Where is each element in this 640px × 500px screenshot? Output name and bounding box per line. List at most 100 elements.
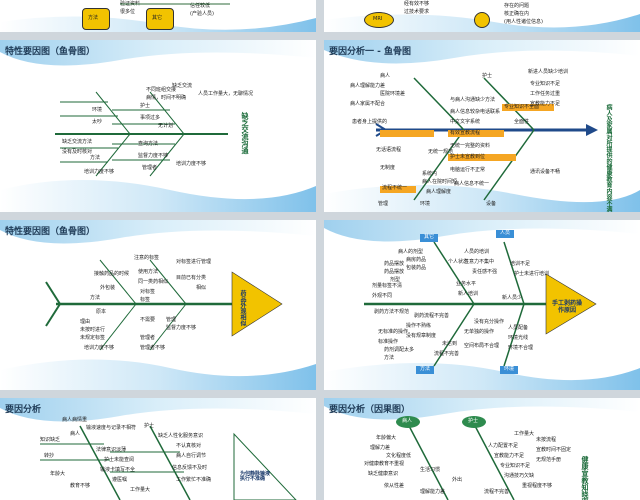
label: 不需要 [140,317,156,323]
category-tag-method [416,366,434,374]
fishbone-diagram [364,241,597,367]
fishbone-head: 药品外观相似 [239,290,246,326]
label: 存在的问题 [504,3,530,9]
label: 设备 [486,201,497,207]
label: 病人病情重 [62,417,88,423]
label: 核正确在内 [504,11,530,17]
label: 输液速度与记录不相符 [86,425,137,431]
label: 流程不完善 [434,351,460,357]
fishbone-head: 为何静脉输液执行不准确 [240,471,271,482]
label: 剥药流程不完善 [414,313,450,319]
label: 新人员少 [502,295,523,301]
label: 无规范手册 [536,457,562,463]
label: 法律意识淡薄 [96,447,127,453]
slide-title: 要因分析 [5,405,42,415]
category-label: 方法 [420,366,431,372]
label: 新进人员缺少培训 [528,69,569,75]
label: 遵医嘱 [112,477,128,483]
label: 工作量大 [514,431,535,437]
slide-6[interactable]: 其它 人员 方法 环境 手工剥药操作原因 药品摆放 药品摆放 病人的剂型 病房药… [324,220,640,390]
category-label: 环境 [504,366,515,372]
label: 事项过多 [140,115,161,121]
label: 环境 [92,107,103,113]
label: 药剂调配太多 [384,347,415,353]
label: 护士未进行培训 [514,271,550,277]
label: 病人理解度 [426,189,452,195]
slide-3[interactable]: 特性要因图（鱼骨图） 缺乏交流沟通 不同班组交接 病情，时间不明确 缺乏交流 人… [0,40,316,212]
box-method-label: 方法 [88,15,99,21]
cylinder-method [82,8,110,30]
label: 信任较低 [190,3,211,9]
highlight-box [448,154,516,161]
mri-label: MRI [373,16,383,22]
label: 流程不完善 [484,489,510,495]
label: 人员工作量大，无聊情况 [198,91,254,97]
label: 病情，时间不明确 [146,95,187,101]
decor-wave [0,220,316,390]
label: 不认真核对 [176,443,202,449]
label: 人员配备 [508,325,529,331]
cylinder-other [146,8,174,30]
label: 个人状态 [448,259,469,265]
label: 未按时进行 [80,327,106,333]
slide-title: 要因分析一 - 鱼骨图 [329,47,412,57]
label: 流程不统一 [382,185,408,191]
label: 相似 [196,285,207,291]
label: 缺乏交流方法 [62,139,93,145]
fishbone-head: 病人及家属对所提供的健康教育内容不满意 [605,104,612,212]
label: 操作不熟练 [406,323,432,329]
slide-5[interactable]: 特性要因图（鱼骨图） 药品外观相似 注意的标签 对标签进行管理 接触药品的时候 … [0,220,316,390]
label: 外观不同 [372,293,393,299]
label: 生活习惯 [420,467,441,473]
label: 管理 [166,317,177,323]
label: 病人在院时间短 [422,179,458,185]
label: 同一类药相似 [138,279,169,285]
label: 空间布局不合理 [464,343,500,349]
label: 药品摆放 [384,261,405,267]
label: 管理 [378,201,389,207]
label: 年龄偏大 [376,435,397,441]
category-label: 护士 [468,418,479,424]
label: 方法 [384,355,395,361]
label: 环境不合理 [508,345,534,351]
label: 工作繁忙不准确 [176,477,212,483]
label: 缺乏人性化服务意识 [158,433,204,439]
category-label: 病人 [402,418,413,424]
label: 转抄 [44,453,55,459]
label: 未规定标签 [80,335,106,341]
label: 病人 [380,73,391,79]
label: 病房药品 [406,257,427,263]
fishbone-diagram [407,423,515,500]
slide-4[interactable]: 要因分析一 - 鱼骨图 病人及家属对所提供的健康教育内容不满意 病人 病人理解能… [324,40,640,212]
fishbone-head: 缺乏交流沟通 [241,112,249,154]
label: 业务水平 [456,281,477,287]
label: 很多位 [120,9,136,15]
slide-title: 要因分析（因果图） [329,405,411,415]
label: 护士 [140,103,151,109]
label: 标签 [140,297,151,303]
label: 外包装 [100,285,116,291]
label: 输液卡填写不全 [100,467,136,473]
label: 年龄大 [50,471,66,477]
slide-1[interactable]: 方法 其它 验证资料 很多位 信任较低 (产验人员) [0,0,316,32]
label: 与病人沟通缺少方法 [450,97,496,103]
label: 管理者不够 [140,345,166,351]
label: 培训力度不够 [84,345,115,351]
label: 无统一规范 [428,149,454,155]
label: (用人性诸位信息) [504,19,543,25]
label: 接触药品的时候 [94,271,130,277]
label: 理由 [80,319,91,325]
mri-ellipse [364,12,394,28]
label: 护士 [482,73,493,79]
slide-7[interactable]: 要因分析 为何静脉输液执行不准确 病人病情重 输液速度与记录不相符 病人 护士 … [0,398,316,500]
slide-title: 特性要因图（鱼骨图） [5,227,96,237]
label: 未按流程 [536,437,557,443]
label: 护士未能查阅 [104,457,135,463]
slide-8[interactable]: 要因分析（因果图） 病人 护士 健康宣教知晓率低 年龄偏大 理解力差 文化程度低… [324,398,640,500]
label: 缺乏健康意识 [368,471,399,477]
label: 工作任务过重 [530,91,561,97]
label: 无制度 [380,165,396,171]
label: 培训力度不够 [84,169,115,175]
slide-2[interactable]: MRI 经有效不够 过技术要求 存在的问题 核正确在内 (用人性诸位信息) [324,0,640,32]
label: 护士 [144,423,155,429]
